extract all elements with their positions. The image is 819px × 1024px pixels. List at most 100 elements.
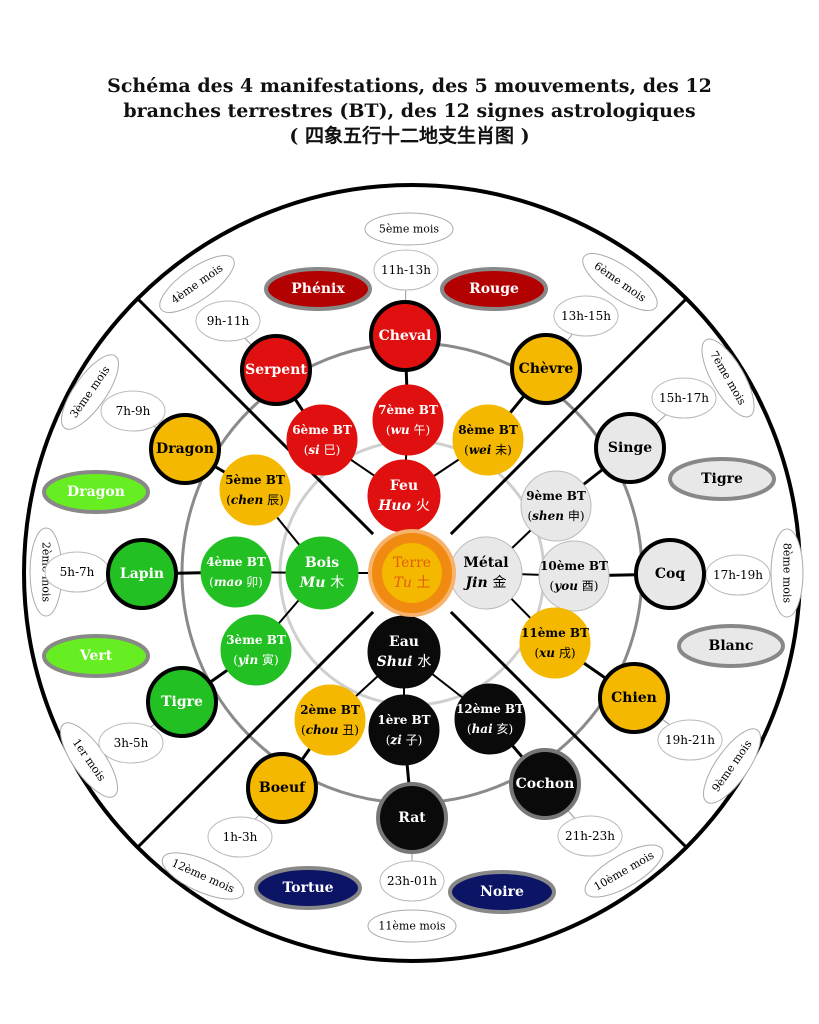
branch-circle (286, 404, 358, 476)
month-label: 8ème mois (770, 528, 804, 618)
month-label: 5ème mois (364, 212, 454, 246)
hour-text: 21h-23h (565, 829, 615, 843)
month-text: 8ème mois (781, 543, 794, 604)
element-pinyin: Mu 木 (299, 575, 345, 591)
hour-ellipse (705, 554, 771, 596)
animal-text: Rat (398, 810, 426, 826)
element-name: Bois (305, 555, 339, 571)
animal-text: Chien (611, 690, 657, 706)
hour-ellipse (557, 815, 623, 857)
manifestation-text: Dragon (67, 484, 125, 500)
branch-number: 9ème BT (526, 489, 586, 503)
branch-number: 4ème BT (206, 555, 266, 569)
branch-circle (452, 404, 524, 476)
animal-circle (240, 334, 312, 406)
branch-pinyin: (zi 子) (386, 733, 423, 747)
element-name: Feu (390, 478, 418, 494)
hour-text: 15h-17h (659, 391, 709, 405)
manifestation-pill (677, 624, 785, 668)
branch-number: 5ème BT (225, 473, 285, 487)
branch-pinyin: (you 酉) (550, 579, 599, 593)
animal-text: Lapin (120, 566, 164, 582)
month-ellipse (584, 844, 664, 898)
animal-circle (149, 413, 221, 485)
manifestation-pill (668, 457, 776, 501)
branch-pinyin: (shen 申) (527, 509, 584, 523)
element-circle (285, 536, 359, 610)
month-ellipse (703, 728, 761, 804)
hour-text: 9h-11h (207, 314, 250, 328)
hour-text: 3h-5h (114, 736, 149, 750)
animal-circle (509, 748, 581, 820)
animal-text: Boeuf (259, 780, 306, 796)
hour-text: 5h-7h (60, 565, 95, 579)
manifestation-text: Vert (79, 648, 113, 664)
branch-number: 8ème BT (458, 423, 518, 437)
manifestation-text: Blanc (709, 638, 754, 654)
hour-text: 11h-13h (381, 263, 431, 277)
manifestation-pill (42, 634, 150, 678)
center-earth-inner (382, 543, 442, 603)
branch-pinyin: (chen 辰) (226, 493, 284, 507)
branch-circle (294, 684, 366, 756)
branch-circle (200, 536, 272, 608)
animal-circle (510, 333, 582, 405)
hour-ellipse (553, 295, 619, 337)
month-ellipse (367, 909, 457, 943)
manifestation-text: Phénix (291, 281, 345, 297)
hour-text: 23h-01h (387, 874, 437, 888)
hour-text: 7h-9h (116, 404, 151, 418)
branch-circle (454, 683, 526, 755)
animal-text: Tigre (161, 694, 203, 710)
hour-text: 13h-15h (561, 309, 611, 323)
month-ellipse (770, 528, 804, 618)
element-name: Eau (389, 634, 419, 650)
manifestation-text: Tigre (701, 471, 743, 487)
animal-text: Dragon (156, 441, 214, 457)
month-ellipse (364, 212, 454, 246)
branch-circle (520, 470, 592, 542)
animal-text: Chèvre (519, 361, 574, 377)
hour-ellipse (100, 390, 166, 432)
element-pinyin: Jin 金 (463, 575, 507, 591)
element-circle (367, 615, 441, 689)
branch-pinyin: (yin 寅) (233, 652, 278, 667)
animal-text: Cheval (379, 328, 432, 344)
branch-circle (368, 694, 440, 766)
hour-ellipse (195, 300, 261, 342)
title-line-3: ( 四象五行十二地支生肖图 ) (289, 125, 530, 147)
diagonal-spoke (136, 610, 375, 849)
branch-circle (220, 614, 292, 686)
month-label: 11ème mois (367, 909, 457, 943)
manifestation-pill (42, 470, 150, 514)
hour-text: 1h-3h (223, 830, 258, 844)
month-text: 5ème mois (379, 223, 440, 236)
center-name: Terre (393, 555, 431, 571)
element-circle (367, 459, 441, 533)
month-text: 11ème mois (378, 920, 446, 933)
hour-ellipse (657, 719, 723, 761)
hour-text: 19h-21h (665, 733, 715, 747)
element-name: Métal (463, 555, 508, 571)
branch-circle (219, 454, 291, 526)
manifestation-text: Tortue (282, 880, 333, 896)
animal-circle (598, 662, 670, 734)
hour-ellipse (379, 860, 445, 902)
month-ellipse (61, 354, 119, 430)
branch-number: 11ème BT (521, 626, 589, 640)
animal-text: Cochon (516, 776, 575, 792)
animal-circle (376, 782, 448, 854)
branch-pinyin: (xu 戌) (534, 646, 575, 660)
branch-circle (372, 384, 444, 456)
diagonal-spoke (136, 297, 375, 536)
branch-number: 2ème BT (300, 703, 360, 717)
element-circle (449, 536, 523, 610)
animal-text: Serpent (245, 362, 307, 378)
month-ellipse (701, 338, 755, 418)
manifestation-pill (440, 267, 548, 311)
branch-number: 3ème BT (226, 633, 286, 647)
title-line-1: Schéma des 4 manifestations, des 5 mouve… (107, 75, 712, 97)
animal-text: Coq (655, 566, 685, 582)
branch-number: 6ème BT (292, 423, 352, 437)
